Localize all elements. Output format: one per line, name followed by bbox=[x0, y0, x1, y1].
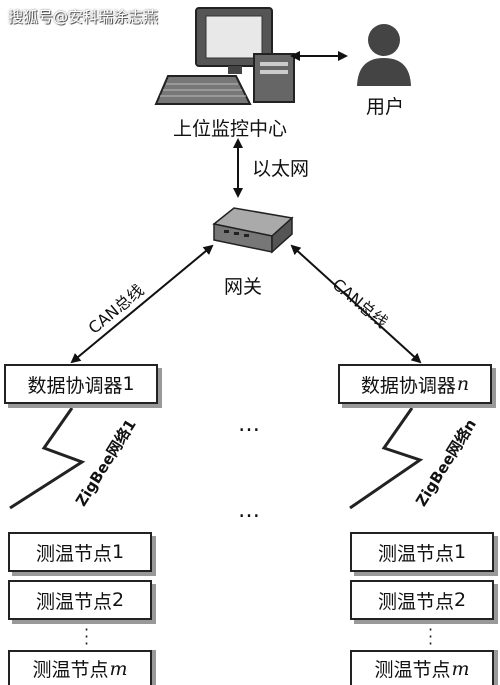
node-label: 测温节点 bbox=[374, 659, 451, 681]
zigbee-lightning-left bbox=[9, 407, 86, 510]
coordinator-1-label: 数据协调器 bbox=[27, 374, 123, 397]
coordinator-n-label: 数据协调器 bbox=[360, 374, 456, 397]
can-bus-left-arrow bbox=[70, 244, 214, 364]
node-index: m bbox=[109, 657, 128, 680]
watermark-text: 搜狐号@安科瑞涂志燕 bbox=[8, 8, 159, 26]
coordinator-n-index: n bbox=[456, 373, 470, 395]
node-label: 测温节点 bbox=[32, 659, 109, 681]
node-index: 2 bbox=[453, 589, 467, 611]
node-label: 测温节点 bbox=[377, 590, 454, 613]
node-label: 测温节点 bbox=[35, 590, 112, 613]
user-label: 用户 bbox=[366, 96, 405, 118]
node-index: 1 bbox=[111, 541, 125, 563]
computer-label: 上位监控中心 bbox=[173, 118, 288, 140]
node-index: 1 bbox=[453, 541, 467, 563]
node-label: 测温节点 bbox=[35, 542, 112, 565]
node-index: m bbox=[451, 657, 470, 680]
user-icon bbox=[357, 24, 411, 86]
computer-icon bbox=[154, 7, 295, 105]
node-label: 测温节点 bbox=[377, 542, 454, 565]
ellipsis-lower: … bbox=[238, 498, 260, 523]
coordinator-1-index: 1 bbox=[122, 373, 135, 395]
ellipsis-upper: … bbox=[238, 412, 260, 437]
can-bus-right-arrow bbox=[290, 244, 422, 364]
ethernet-label: 以太网 bbox=[252, 158, 310, 180]
gateway-label: 网关 bbox=[224, 276, 263, 298]
vertical-ellipsis-right: ··· bbox=[428, 620, 434, 653]
vertical-ellipsis-left: ··· bbox=[84, 620, 90, 653]
zigbee-lightning-right bbox=[349, 407, 424, 510]
gateway-icon bbox=[212, 207, 294, 254]
node-index: 2 bbox=[111, 589, 125, 611]
